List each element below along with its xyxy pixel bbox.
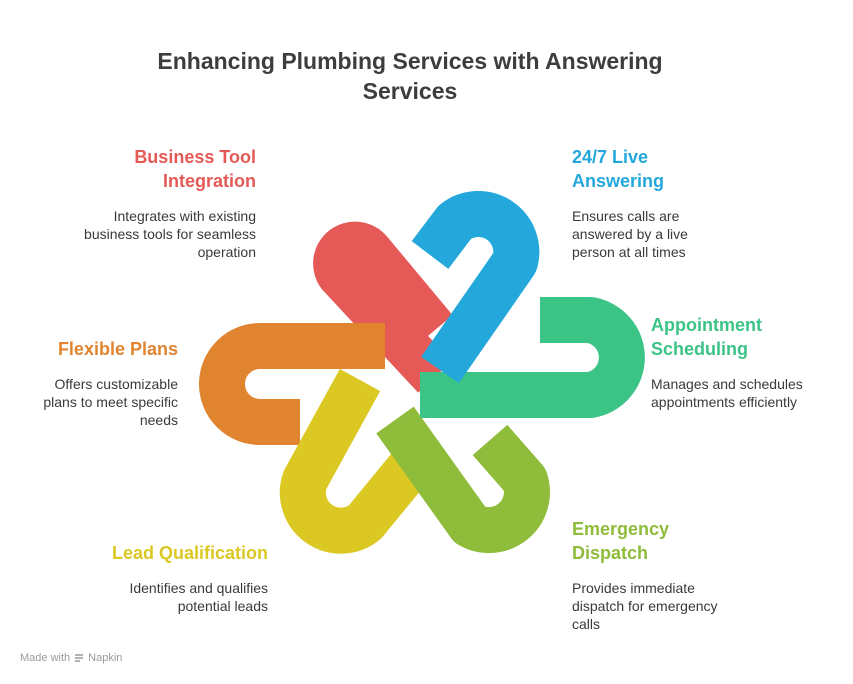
item-description: Manages and schedules appointments effic… <box>651 376 803 410</box>
item-lead-qualification: Lead Qualification Identifies and qualif… <box>88 541 268 615</box>
loop-appointment-scheduling <box>420 297 645 418</box>
loop-business-tool-integration <box>313 221 453 393</box>
item-heading: 24/7 Live Answering <box>572 147 665 191</box>
item-description: Integrates with existing business tools … <box>84 208 256 260</box>
item-description: Identifies and qualifies potential leads <box>129 580 268 614</box>
item-flexible-plans: Flexible Plans Offers customizable plans… <box>26 337 178 429</box>
item-heading: Flexible Plans <box>57 339 178 359</box>
made-with-label: Made with <box>20 652 71 664</box>
loop-lead-qualification <box>279 368 438 554</box>
item-heading: Business Tool Integration <box>134 147 256 191</box>
item-description: Ensures calls are answered by a live per… <box>572 208 688 260</box>
item-emergency-dispatch: Emergency Dispatch Provides immediate di… <box>572 517 742 633</box>
item-description: Offers customizable plans to meet specif… <box>43 376 178 428</box>
item-heading: Emergency Dispatch <box>572 519 670 563</box>
item-heading: Lead Qualification <box>111 543 268 563</box>
loop-emergency-dispatch <box>376 406 550 554</box>
napkin-brand-label: Napkin <box>88 652 123 664</box>
made-with-napkin-footer[interactable]: Made with Napkin <box>20 652 122 664</box>
loop-flexible-plans <box>199 323 385 445</box>
item-business-tool-integration: Business Tool Integration Integrates wit… <box>80 145 256 261</box>
item-24-7-live-answering: 24/7 Live Answering Ensures calls are an… <box>572 145 722 261</box>
napkin-logo-icon <box>75 654 84 662</box>
page-title: Enhancing Plumbing Services with Answeri… <box>157 48 663 104</box>
item-appointment-scheduling: Appointment Scheduling Manages and sched… <box>651 313 831 411</box>
item-description: Provides immediate dispatch for emergenc… <box>572 580 718 632</box>
loop-24-7-live-answering <box>411 191 540 384</box>
item-heading: Appointment Scheduling <box>651 315 762 359</box>
